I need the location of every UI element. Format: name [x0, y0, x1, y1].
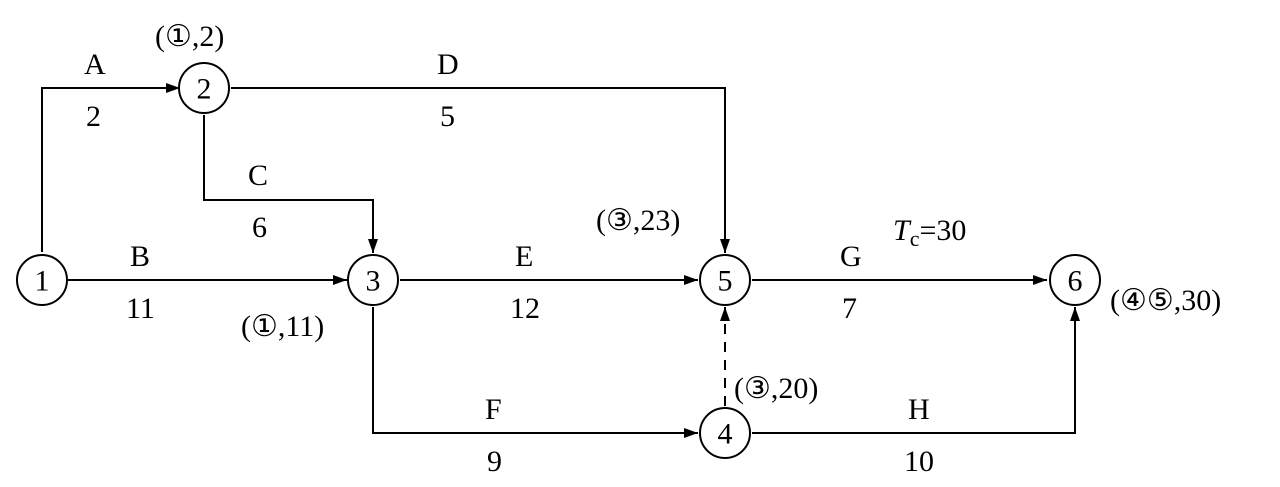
node-2-annotation: (①,2)	[155, 20, 224, 53]
node-1: 1	[16, 254, 68, 306]
edge-C-name: C	[248, 159, 268, 192]
edge-A-name: A	[84, 48, 106, 81]
edge-H-name: H	[908, 393, 930, 426]
edge-H	[752, 307, 1080, 434]
total-duration-value: =30	[919, 214, 966, 247]
node-4-label: 4	[718, 418, 733, 451]
node-2: 2	[178, 62, 230, 114]
edge-B-name: B	[130, 240, 150, 273]
edge-D-duration: 5	[440, 100, 455, 133]
edge-labels: A 2 B 11 C 6 D 5 E 12 F 9 G 7 H 10	[84, 48, 934, 478]
node-6: 6	[1049, 254, 1101, 306]
edge-F-duration: 9	[487, 445, 502, 478]
node-4-annotation: (③,20)	[734, 372, 818, 405]
node-annotations: (①,2) (①,11) (③,20) (③,23) (④⑤,30)	[155, 20, 1221, 405]
edge-B-duration: 11	[126, 292, 155, 325]
node-3: 3	[347, 254, 399, 306]
total-duration-symbol: T	[893, 214, 912, 247]
node-3-label: 3	[366, 265, 381, 298]
node-5: 5	[699, 254, 751, 306]
node-2-label: 2	[197, 73, 212, 106]
edge-G-name: G	[840, 240, 862, 273]
edge-A-duration: 2	[86, 100, 101, 133]
node-5-label: 5	[718, 265, 733, 298]
edge-F	[372, 307, 698, 438]
edge-C-duration: 6	[252, 211, 267, 244]
edge-E-name: E	[515, 240, 533, 273]
edge-H-duration: 10	[904, 445, 934, 478]
edge-F-name: F	[485, 393, 502, 426]
edge-D-name: D	[437, 48, 459, 81]
edge-E-duration: 12	[510, 292, 540, 325]
edge-C	[203, 115, 378, 253]
nodes: 1 2 3 4 5 6	[16, 62, 1101, 459]
node-6-annotation: (④⑤,30)	[1110, 284, 1221, 317]
node-6-label: 6	[1068, 265, 1083, 298]
total-duration-label: Tc=30	[893, 214, 966, 251]
edge-G-duration: 7	[842, 292, 857, 325]
node-4: 4	[699, 407, 751, 459]
edge-A	[41, 83, 180, 252]
node-1-label: 1	[35, 265, 50, 298]
total-duration-subscript: c	[910, 226, 920, 251]
node-3-annotation: (①,11)	[241, 310, 324, 343]
edges	[41, 83, 1080, 438]
edge-D	[231, 87, 730, 253]
node-5-annotation: (③,23)	[596, 204, 680, 237]
